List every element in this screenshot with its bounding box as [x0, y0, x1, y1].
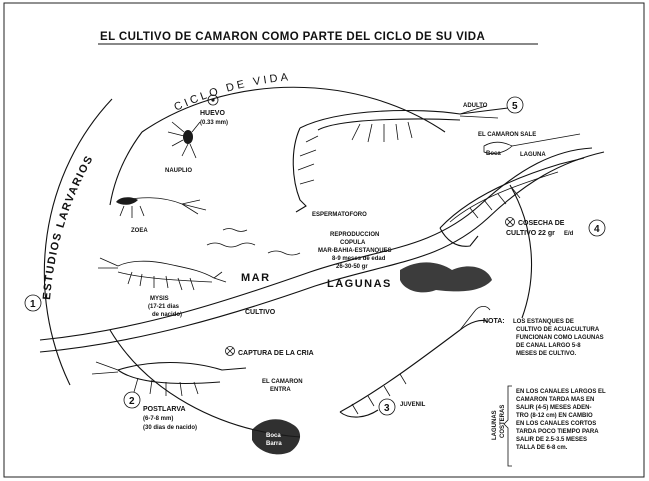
lagunas-line-1: EN LOS CANALES LARGOS EL — [516, 389, 606, 395]
espermatoforo-label: ESPERMATOFORO — [312, 212, 367, 218]
lagunas-line-4: TRO (8-12 cm) EN CAMBIO — [516, 413, 593, 419]
lagunas-line-8: TALLA DE 6-8 cm. — [516, 445, 568, 451]
camaron-entra-line1: EL CAMARON — [262, 379, 303, 385]
coast-line-upper — [40, 148, 592, 340]
nota-label: NOTA: — [483, 318, 505, 325]
lagoon-shade-right — [400, 262, 492, 292]
ciclo-de-vida-label: CICLO DE VIDA — [172, 71, 291, 113]
postlarva-label: POSTLARVA — [143, 406, 186, 413]
svg-text:4: 4 — [594, 224, 600, 235]
lagunas-costeras-label-2: COSTERAS — [500, 405, 506, 438]
mysis-age: (17-21 dias — [148, 304, 180, 310]
reproduccion-line1: REPRODUCCION — [330, 232, 379, 238]
camaron-sale-label: EL CAMARON SALE — [478, 132, 536, 138]
lagunas-line-3: SALIR (4-5) MESES ADEN- — [516, 405, 591, 411]
svg-text:1: 1 — [30, 299, 36, 310]
adult-shrimp-icon — [293, 106, 508, 212]
lagunas-line-2: CAMARON TARDA MAS EN — [516, 397, 594, 403]
adulto-label: ADULTO — [463, 103, 488, 109]
cosecha-marker-icon — [506, 218, 515, 227]
nauplio-label: NAUPLIO — [165, 168, 192, 174]
stage-number-3: 3 — [379, 399, 395, 415]
cosecha-line2: CULTIVO 22 gr — [506, 230, 555, 237]
laguna-label: LAGUNA — [520, 152, 546, 158]
cosecha-line1: COSECHA DE — [518, 220, 565, 227]
svg-text:5: 5 — [512, 101, 518, 112]
zoea-icon — [116, 197, 206, 218]
reproduccion-line4: 8-9 meses de edad — [332, 256, 386, 262]
stage-number-5: 5 — [507, 97, 523, 113]
estudios-larvarios-label: ESTUDIOS LARVARIOS — [41, 153, 96, 300]
boca-barra-bottom-2: Barra — [266, 441, 282, 447]
lagunas-line-6: TARDA POCO TIEMPO PARA — [516, 429, 599, 435]
mysis-label: MYSIS — [150, 296, 169, 302]
sea-wave-1 — [207, 243, 255, 247]
sea-wave-2 — [268, 251, 300, 255]
mysis-age2: de nacido) — [152, 312, 182, 318]
mysis-icon — [98, 258, 226, 290]
sea-wave-3 — [223, 229, 247, 232]
nota-line-2: CULTIVO DE ACUACULTURA — [516, 327, 600, 333]
nota-line-3: FUNCIONAN COMO LAGUNAS — [516, 335, 604, 341]
lagunas-line-7: SALIR DE 2.5-3.5 MESES — [516, 437, 587, 443]
svg-text:3: 3 — [384, 403, 390, 414]
captura-marker-icon — [226, 347, 235, 356]
stage-number-1: 1 — [25, 295, 41, 311]
reproduccion-line5: 26-30-50 gr — [336, 264, 368, 270]
huevo-label: HUEVO — [200, 110, 225, 117]
boca-barra-top: Boca — [486, 151, 501, 157]
reproduccion-line2: COPULA — [340, 240, 366, 246]
lagunas-costeras-label-1: LAGUNAS — [492, 410, 498, 440]
svg-text:2: 2 — [129, 396, 135, 407]
juvenil-label: JUVENIL — [400, 402, 426, 408]
zone-lagunas: LAGUNAS — [327, 278, 392, 290]
nota-line-4: DE CANAL LARGO 5-8 — [516, 343, 581, 349]
stage-number-4: 4 — [589, 220, 605, 236]
lagunas-line-5: EN LOS CANALES CORTOS — [516, 421, 596, 427]
postlarva-age: (30 dias de nacido) — [143, 425, 197, 431]
postlarva-shrimp-icon — [92, 362, 246, 396]
nauplio-icon — [168, 122, 200, 158]
juvenil-shrimp-icon — [340, 306, 490, 417]
camaron-entra-line2: ENTRA — [270, 387, 291, 393]
zone-cultivo: CULTIVO — [245, 309, 276, 316]
stage-number-2: 2 — [124, 392, 140, 408]
postlarva-size: (6-7-8 mm) — [143, 416, 173, 422]
cosecha-unit: E/d — [564, 231, 574, 237]
zoea-label: ZOEA — [131, 228, 148, 234]
nota-line-1: LOS ESTANQUES DE — [513, 319, 574, 325]
huevo-size: (0.33 mm) — [200, 120, 228, 126]
captura-label: CAPTURA DE LA CRIA — [238, 350, 314, 357]
reproduccion-line3: MAR-BAHIA-ESTANQUES — [318, 248, 392, 254]
life-cycle-circle — [110, 87, 532, 437]
diagram-title: EL CULTIVO DE CAMARON COMO PARTE DEL CIC… — [100, 31, 485, 43]
nota-line-5: MESES DE CULTIVO. — [516, 351, 577, 357]
zone-mar: MAR — [241, 272, 271, 284]
boca-barra-bottom-1: Boca — [266, 433, 281, 439]
